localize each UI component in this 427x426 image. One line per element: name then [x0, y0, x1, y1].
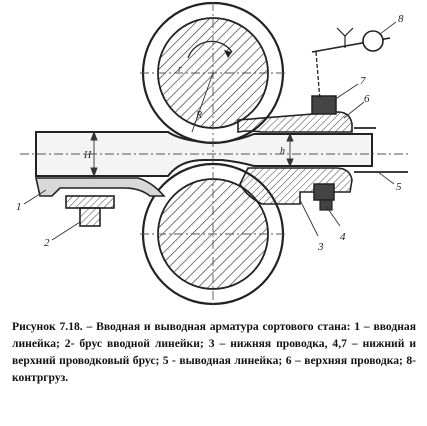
label-3: 3 — [317, 241, 324, 253]
upper-guide — [237, 111, 353, 133]
dimension-H: H — [83, 150, 92, 161]
label-7: 7 — [360, 75, 366, 87]
label-1: 1 — [16, 201, 22, 213]
exit-guide — [354, 127, 408, 173]
lower-guide-beam — [313, 183, 335, 211]
figure-caption: Рисунок 7.18. – Вводная и выводная армат… — [12, 320, 416, 384]
label-4: 4 — [340, 231, 346, 243]
rolling-mill-guides-diagram: 1 2 3 4 5 6 7 8 H h r R — [16, 1, 410, 306]
dimension-lines — [90, 72, 294, 178]
entry-guide-beam — [65, 195, 115, 227]
label-6: 6 — [364, 93, 370, 105]
label-2: 2 — [44, 237, 50, 249]
lower-guide — [239, 167, 353, 205]
leader-lines — [23, 21, 397, 241]
label-5: 5 — [396, 181, 402, 193]
dimension-r: r — [178, 64, 182, 75]
label-8: 8 — [398, 13, 404, 25]
dimension-h: h — [280, 146, 285, 157]
counterweight — [311, 27, 391, 101]
dimension-R: R — [195, 110, 202, 121]
upper-guide-beam — [311, 95, 337, 115]
entry-guide — [35, 177, 166, 197]
